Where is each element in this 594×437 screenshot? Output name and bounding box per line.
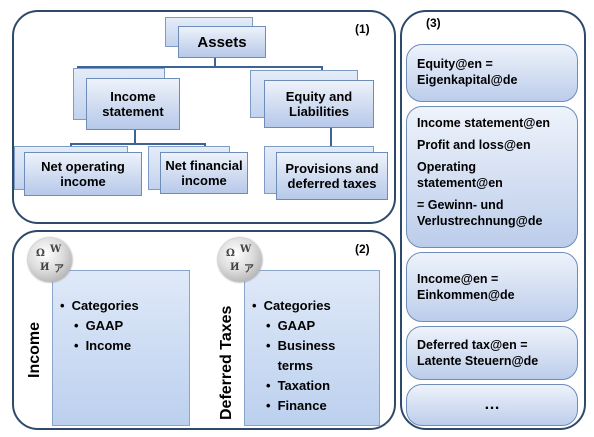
label-entry-income: Income@en = Einkommen@de: [406, 252, 578, 322]
category-list-deferred-taxes: Categories GAAP Business terms Taxation …: [252, 296, 348, 416]
node-assets: Assets: [178, 26, 266, 58]
label-entry-income-statement: Income statement@en Profit and loss@en O…: [406, 106, 578, 248]
node-equity-liabilities: Equity and Liabilities: [264, 80, 374, 128]
list-item: Taxation: [252, 376, 348, 396]
panel-3-tag: (3): [426, 16, 441, 30]
ellipsis: …: [484, 396, 500, 413]
label-entry-more: …: [406, 384, 578, 426]
label-line: Operating statement@en: [417, 160, 503, 190]
list-item: Finance: [252, 396, 348, 416]
label-line: Einkommen@de: [417, 288, 515, 302]
list-item: GAAP: [60, 316, 139, 336]
card-title-income: Income: [26, 321, 43, 378]
label-line: Eigenkapital@de: [417, 73, 518, 87]
list-heading: Categories: [60, 296, 139, 316]
label-line: Income statement@en: [417, 116, 551, 130]
connector: [134, 130, 136, 144]
list-item: GAAP: [252, 316, 348, 336]
list-heading: Categories: [252, 296, 348, 316]
label-line: Deferred tax@en =: [417, 338, 528, 352]
node-net-operating-income: Net operating income: [24, 152, 142, 196]
connector: [330, 128, 332, 151]
label-entry-equity: Equity@en = Eigenkapital@de: [406, 44, 578, 102]
list-item-text: Business terms: [277, 338, 336, 373]
list-item: Business terms: [252, 336, 348, 376]
connector: [70, 143, 206, 145]
label-line: Equity@en =: [417, 57, 493, 71]
node-net-financial-income: Net financial income: [160, 152, 248, 194]
label-line: = Gewinn- und Verlustrechnung@de: [417, 198, 543, 228]
node-income-statement: Income statement: [86, 78, 180, 130]
panel-1-tag: (1): [355, 22, 370, 36]
connector: [214, 58, 216, 68]
node-provisions-deferred-taxes: Provisions and deferred taxes: [276, 152, 388, 200]
connector: [77, 66, 323, 68]
label-line: Income@en =: [417, 272, 499, 286]
list-item: Income: [60, 336, 139, 356]
panel-2-tag: (2): [355, 242, 370, 256]
label-entry-deferred-tax: Deferred tax@en = Latente Steuern@de: [406, 326, 578, 380]
label-line: Latente Steuern@de: [417, 354, 539, 368]
label-line: Profit and loss@en: [417, 138, 531, 152]
card-title-deferred-taxes: Deferred Taxes: [218, 305, 235, 420]
category-list-income: Categories GAAP Income: [60, 296, 139, 356]
